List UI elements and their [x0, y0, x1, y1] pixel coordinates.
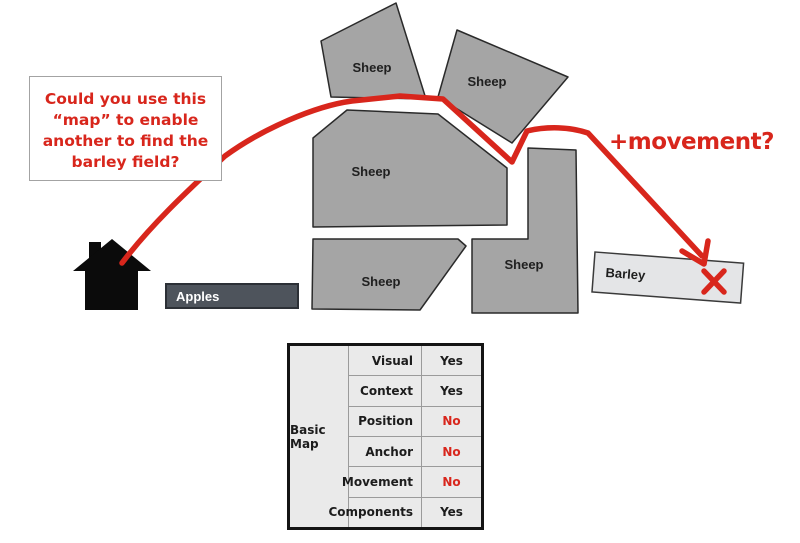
movement-annotation: +movement? — [609, 129, 774, 155]
table-cell-value: No — [442, 474, 461, 489]
sheep-field-4 — [311, 238, 467, 311]
route-arrow-icon — [119, 93, 711, 267]
table-row: Visual Yes — [349, 346, 481, 376]
table-cell-value: Yes — [440, 505, 463, 520]
table-cell-label: Anchor — [349, 436, 422, 467]
barley-field-label: Barley — [605, 265, 647, 283]
question-box: Could you use this “map” to enable anoth… — [29, 76, 222, 181]
sheep-field-1-label: Sheep — [352, 60, 391, 75]
table-row: Anchor No — [349, 435, 481, 467]
table-cell-label: Visual — [349, 346, 422, 376]
table-cell-value: No — [442, 414, 461, 429]
table-row: Position No — [349, 405, 481, 436]
table-row: Movement No — [342, 466, 481, 497]
table-cell-label: Components — [329, 497, 422, 527]
sheep-field-4-label: Sheep — [361, 274, 400, 289]
sheep-field-5 — [471, 147, 579, 314]
sheep-field-3-label: Sheep — [351, 164, 390, 179]
sheep-field-2 — [437, 29, 569, 144]
arrowhead-icon — [679, 238, 711, 267]
table-cell-label: Movement — [342, 467, 422, 497]
apples-field-label: Apples — [176, 289, 219, 304]
question-line: “map” to enable — [52, 111, 199, 129]
capability-table: Basic Map Visual Yes Context Yes Positio… — [287, 343, 484, 530]
question-line: barley field? — [71, 153, 180, 171]
x-mark-icon — [701, 268, 727, 295]
table-cell-value: Yes — [440, 353, 463, 368]
sheep-field-3 — [312, 109, 508, 228]
sheep-field-5-label: Sheep — [504, 257, 543, 272]
table-rows: Visual Yes Context Yes Position No Ancho… — [329, 346, 481, 527]
apples-field: Apples — [165, 283, 299, 309]
question-line: another to find the — [42, 132, 209, 150]
question-line: Could you use this — [44, 90, 207, 108]
table-cell-label: Context — [349, 376, 422, 406]
sheep-field-2-label: Sheep — [467, 74, 506, 89]
table-cell-value: Yes — [440, 383, 463, 398]
table-row-header: Basic Map — [290, 346, 349, 527]
table-row: Context Yes — [349, 375, 481, 406]
house-icon — [73, 239, 151, 310]
table-cell-label: Position — [349, 406, 422, 436]
sheep-field-1 — [320, 2, 427, 100]
table-row: Components Yes — [329, 496, 481, 527]
table-cell-value: No — [442, 444, 461, 459]
